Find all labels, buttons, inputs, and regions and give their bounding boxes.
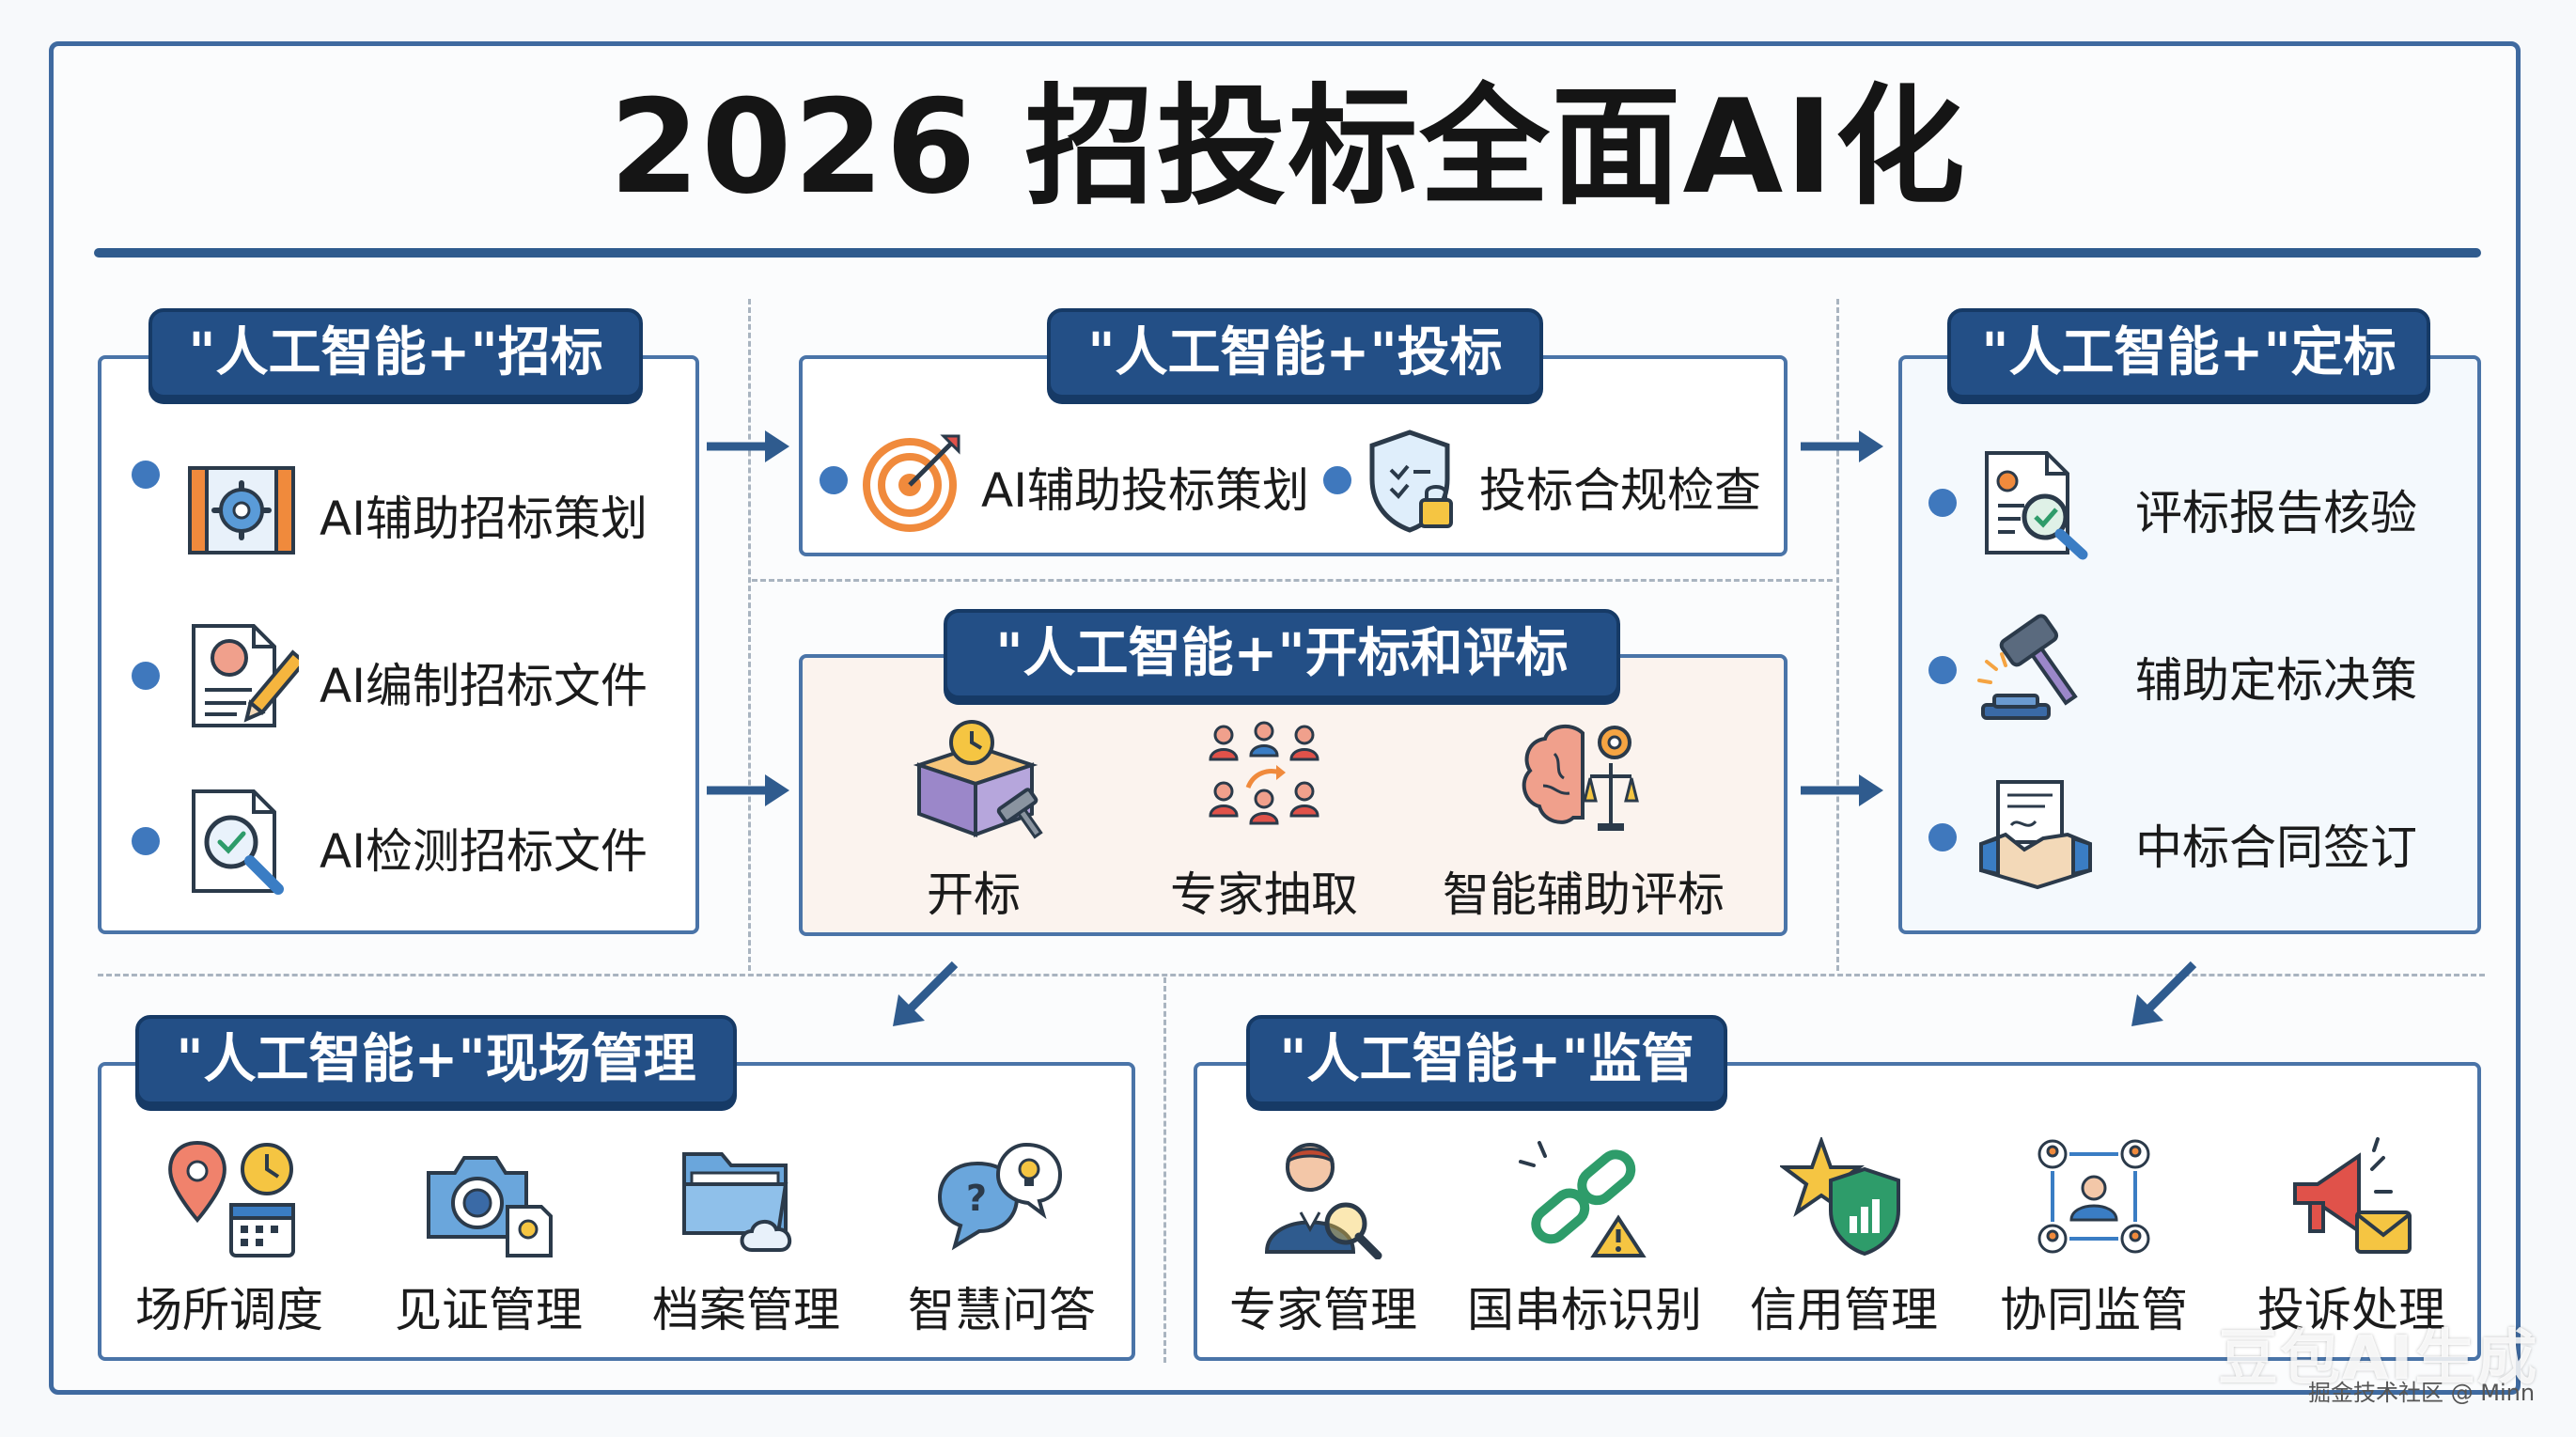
svg-text:?: ? [966, 1178, 987, 1219]
divider-bottom-center [1163, 977, 1166, 1363]
target-arrow-icon [861, 429, 966, 534]
onsite-heading: "人工智能+"现场管理 [135, 1015, 737, 1105]
bidding-item-compliance [1323, 466, 1351, 494]
opening-item-label: 智能辅助评标 [1443, 867, 1725, 922]
bullet-dot [820, 466, 848, 494]
tender-item-planning [132, 461, 160, 489]
arrow-to-onsite [893, 961, 959, 1026]
bullet-dot [1323, 466, 1351, 494]
award-item-decision [1928, 656, 1957, 684]
opening-item-label: 开标 [927, 867, 1021, 922]
tender-item-label: AI检测招标文件 [320, 824, 648, 879]
tender-item-drafting [132, 662, 160, 690]
arrow-tender-to-bidding [707, 430, 789, 462]
divider-right [1836, 299, 1839, 971]
broken-chain-warning-icon [1517, 1137, 1648, 1259]
supervision-item-label: 信用管理 [1750, 1283, 1938, 1337]
credit-text: 掘金技术社区 @ Minn [2308, 1380, 2536, 1406]
award-heading: "人工智能+"定标 [1947, 308, 2430, 398]
bidding-item-label: 投标合规检查 [1479, 463, 1761, 518]
report-magnifier-icon [1977, 447, 2092, 560]
arrow-to-supervision [2131, 961, 2197, 1026]
box-clock-gavel-icon [910, 720, 1056, 842]
tender-item-label: AI辅助招标策划 [320, 492, 648, 546]
document-brain-pencil-icon [184, 620, 299, 731]
supervision-item-label: 投诉处理 [2257, 1283, 2445, 1337]
megaphone-mail-icon [2286, 1137, 2413, 1259]
star-shield-icon [1780, 1137, 1908, 1259]
arrow-opening-to-award [1801, 774, 1883, 806]
award-item-label: 辅助定标决策 [2135, 653, 2417, 708]
title-underline [94, 248, 2481, 258]
onsite-item-label: 智慧问答 [908, 1283, 1096, 1337]
camera-icon [423, 1145, 554, 1257]
shield-lock-icon [1365, 427, 1459, 536]
gavel-icon [1977, 613, 2094, 726]
arrow-bidding-to-award [1801, 430, 1883, 462]
bullet-dot [1928, 823, 1957, 851]
divider-middle [752, 579, 1833, 582]
tender-item-detection [132, 827, 160, 855]
document-magnifier-icon [184, 786, 299, 898]
page-title: 2026 招投标全面AI化 [609, 71, 1967, 223]
watermark: 豆包AI生成 [2218, 1324, 2539, 1394]
bidding-item-label: AI辅助投标策划 [981, 463, 1309, 518]
supervision-item-label: 协同监管 [2000, 1283, 2188, 1337]
arrow-tender-to-opening [707, 774, 789, 806]
location-calendar-icon [165, 1137, 301, 1259]
chat-bubbles-icon: ? [936, 1139, 1068, 1259]
expert-magnifier-icon [1263, 1137, 1383, 1259]
divider-left [748, 299, 751, 971]
award-item-label: 评标报告核验 [2135, 486, 2417, 540]
bidding-item-strategy [820, 466, 848, 494]
folder-cloud-icon [679, 1141, 810, 1257]
bullet-dot [132, 827, 160, 855]
onsite-item-label: 档案管理 [652, 1283, 840, 1337]
bullet-dot [132, 662, 160, 690]
bidding-heading: "人工智能+"投标 [1047, 308, 1543, 398]
bullet-dot [1928, 489, 1957, 517]
opening-item-label: 专家抽取 [1170, 867, 1358, 922]
brain-scale-icon [1517, 720, 1648, 842]
people-network-icon [2034, 1137, 2154, 1259]
bullet-dot [1928, 656, 1957, 684]
supervision-heading: "人工智能+"监管 [1246, 1015, 1727, 1105]
tender-item-label: AI编制招标文件 [320, 659, 648, 713]
onsite-item-label: 见证管理 [395, 1283, 583, 1337]
onsite-item-label: 场所调度 [135, 1283, 323, 1337]
supervision-item-label: 专家管理 [1229, 1283, 1417, 1337]
bullet-dot [132, 461, 160, 489]
award-item-label: 中标合同签订 [2135, 820, 2417, 875]
award-item-report [1928, 489, 1957, 517]
divider-bottom [98, 974, 2485, 976]
opening-heading: "人工智能+"开标和评标 [944, 609, 1620, 699]
tender-heading: "人工智能+"招标 [148, 308, 643, 398]
contract-handshake-icon [1977, 776, 2094, 893]
people-selection-icon [1205, 720, 1323, 833]
supervision-item-label: 国串标识别 [1467, 1283, 1702, 1337]
award-item-contract [1928, 823, 1957, 851]
blueprint-gear-icon [184, 459, 299, 562]
